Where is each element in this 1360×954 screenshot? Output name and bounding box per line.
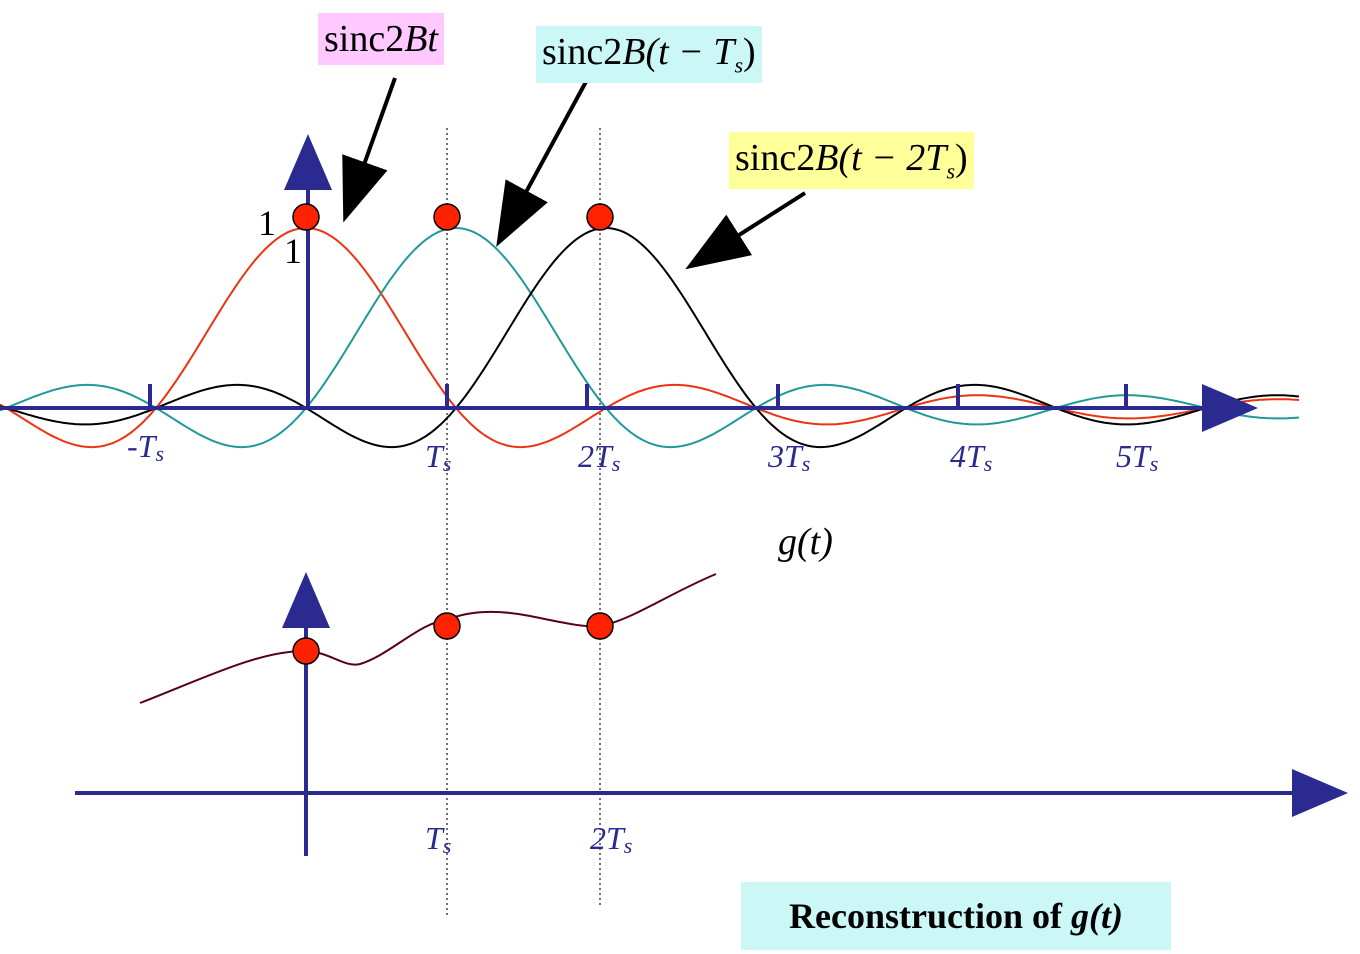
sinc2-label-prefix: sinc2 [735,137,816,179]
reconstructed-sample-point [292,637,320,665]
sinc1-curve [0,226,1300,449]
sinc1-label-arg: (t − T [645,31,735,73]
tick-label-5ts: 5Ts [1116,438,1159,476]
sinc2-label-close: ) [955,137,968,179]
caption-var: g(t) [1070,896,1123,936]
reconstructed-sample-point [586,612,614,640]
reconstructed-signal-curve [139,573,717,704]
sinc0-curve [0,226,1300,449]
sinc1-label-close: ) [743,31,756,73]
sinc1-label-b: B [622,31,646,73]
pointer-arrow-sinc1 [496,77,590,248]
caption-text: Reconstruction of [789,896,1071,936]
sample-point [292,203,320,231]
pointer-arrow-sinc2 [685,191,807,270]
sample-point [586,203,614,231]
bottom-tick-label-ts: Ts [425,820,452,858]
tick-label-minus-ts: -Ts [127,428,165,466]
sinc2-label-box: sinc2B(t − 2Ts) [729,132,974,189]
amplitude-one-label: 1 [258,203,276,243]
tick-label-3ts: 3Ts [768,438,811,476]
tick-label-4ts: 4Ts [950,438,993,476]
sinc2-label-b: B [815,137,839,179]
top-axis-ticks [148,384,1128,408]
sinc0-label-prefix: sinc2 [324,18,405,60]
reconstructed-sample-point [433,612,461,640]
tick-label-ts: Ts [425,438,452,476]
reconstruction-caption: Reconstruction of g(t) [741,882,1171,950]
amplitude-one-label-secondary: 1 [284,231,302,271]
sinc1-label-box: sinc2B(t − Ts) [536,26,762,83]
g-t-label: g(t) [778,521,833,563]
bottom-tick-label-2ts: 2Ts [590,820,633,858]
sinc2-label-arg: (t − 2T [838,137,947,179]
tick-label-2ts: 2Ts [578,438,621,476]
sample-point [433,203,461,231]
sinc2-curve [0,226,1300,449]
pointer-arrow-sinc0 [342,77,397,223]
sinc1-label-sub: s [734,52,743,78]
sinc2-label-sub: s [946,158,955,184]
sinc0-label-box: sinc2Bt [318,13,444,65]
sinc0-label-var: Bt [404,18,438,60]
sinc1-label-prefix: sinc2 [542,31,623,73]
